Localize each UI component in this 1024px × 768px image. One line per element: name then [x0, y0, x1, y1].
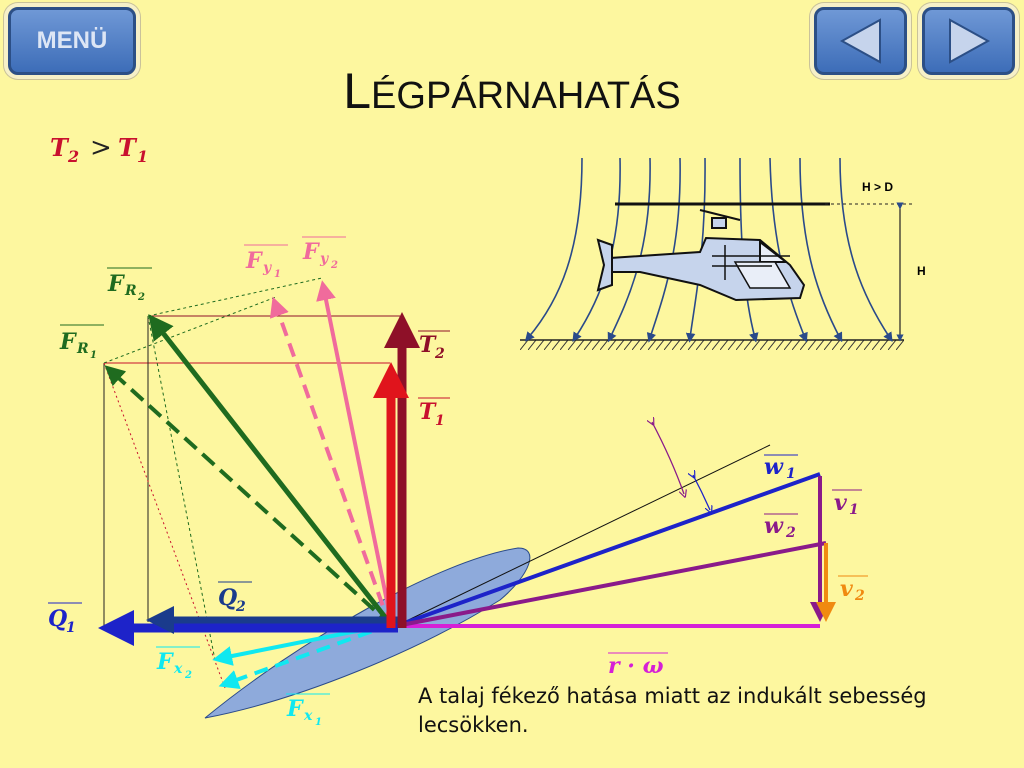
label-fr1: F R 1	[59, 324, 104, 361]
label-q1: Q 1	[48, 602, 82, 636]
svg-text:F: F	[286, 696, 304, 722]
svg-text:1: 1	[137, 147, 148, 166]
svg-text:F: F	[107, 271, 125, 297]
vector-w1	[395, 472, 821, 628]
svg-text:F: F	[302, 239, 320, 265]
svg-text:2: 2	[330, 260, 338, 271]
previous-button[interactable]	[814, 7, 907, 75]
svg-text:2: 2	[184, 670, 192, 681]
label-fx1: F x 1	[286, 693, 330, 728]
triangle-left-icon	[839, 18, 881, 64]
vector-fr2	[148, 314, 394, 628]
label-w2: w 2	[764, 513, 798, 541]
triangle-right-icon	[948, 18, 990, 64]
label-fy1: F y 1	[244, 244, 288, 280]
svg-text:T: T	[419, 399, 437, 425]
svg-text:2: 2	[137, 292, 145, 303]
inset-label-h-gt-d: H > D	[862, 180, 893, 194]
svg-text:w: w	[764, 513, 784, 539]
label-fy2: F y 2	[302, 236, 346, 271]
menu-button-label: MENÜ	[36, 27, 108, 54]
vector-fy1	[269, 296, 392, 627]
label-v2: v 2	[838, 575, 868, 604]
svg-text:F: F	[156, 649, 174, 675]
svg-text:w: w	[764, 454, 784, 480]
svg-text:2: 2	[785, 525, 796, 541]
svg-text:>: >	[90, 133, 112, 163]
page-title: LÉGPÁRNAHATÁS	[343, 63, 681, 119]
label-fr2: F R 2	[107, 267, 152, 303]
condition-text: T 2 > T 1	[50, 133, 148, 166]
svg-text:1: 1	[274, 269, 281, 280]
svg-text:1: 1	[435, 413, 445, 429]
svg-text:2: 2	[434, 346, 445, 362]
svg-text:y: y	[262, 260, 272, 276]
svg-text:T: T	[50, 133, 70, 162]
svg-text:1: 1	[66, 620, 76, 636]
svg-text:F: F	[245, 248, 263, 274]
svg-text:T: T	[118, 133, 138, 162]
svg-text:1: 1	[315, 717, 322, 728]
svg-text:x: x	[173, 661, 183, 677]
vector-w2	[395, 541, 827, 628]
svg-text:Q: Q	[48, 606, 67, 632]
helicopter-inset: H > D H	[520, 157, 926, 350]
label-v1: v 1	[832, 489, 862, 518]
inset-label-h: H	[917, 264, 926, 278]
label-t2: T 2	[418, 330, 450, 362]
svg-text:x: x	[303, 708, 313, 724]
svg-text:R: R	[124, 283, 137, 299]
svg-text:Q: Q	[218, 585, 237, 611]
svg-text:2: 2	[67, 147, 79, 166]
svg-text:1: 1	[786, 466, 796, 482]
caption-text: A talaj fékező hatása miatt az indukált …	[418, 684, 927, 737]
svg-text:2: 2	[235, 599, 246, 615]
svg-text:v: v	[840, 576, 853, 602]
label-r-omega: r · ω	[608, 652, 668, 679]
svg-text:2: 2	[854, 588, 865, 604]
svg-text:y: y	[319, 251, 329, 267]
svg-text:1: 1	[90, 350, 97, 361]
label-fx2: F x 2	[156, 646, 200, 681]
next-button[interactable]	[922, 7, 1015, 75]
svg-text:v: v	[834, 490, 847, 516]
label-q2: Q 2	[218, 581, 252, 615]
vector-fx1	[218, 622, 393, 690]
label-w1: w 1	[764, 454, 798, 482]
menu-button[interactable]: MENÜ	[8, 7, 136, 75]
vector-fy2	[316, 280, 394, 627]
svg-text:1: 1	[849, 502, 859, 518]
svg-text:T: T	[419, 332, 437, 358]
svg-text:F: F	[59, 329, 77, 355]
svg-text:R: R	[76, 341, 89, 357]
vector-fr1	[104, 365, 394, 628]
label-t1: T 1	[418, 397, 450, 429]
svg-text:r · ω: r · ω	[608, 653, 664, 679]
